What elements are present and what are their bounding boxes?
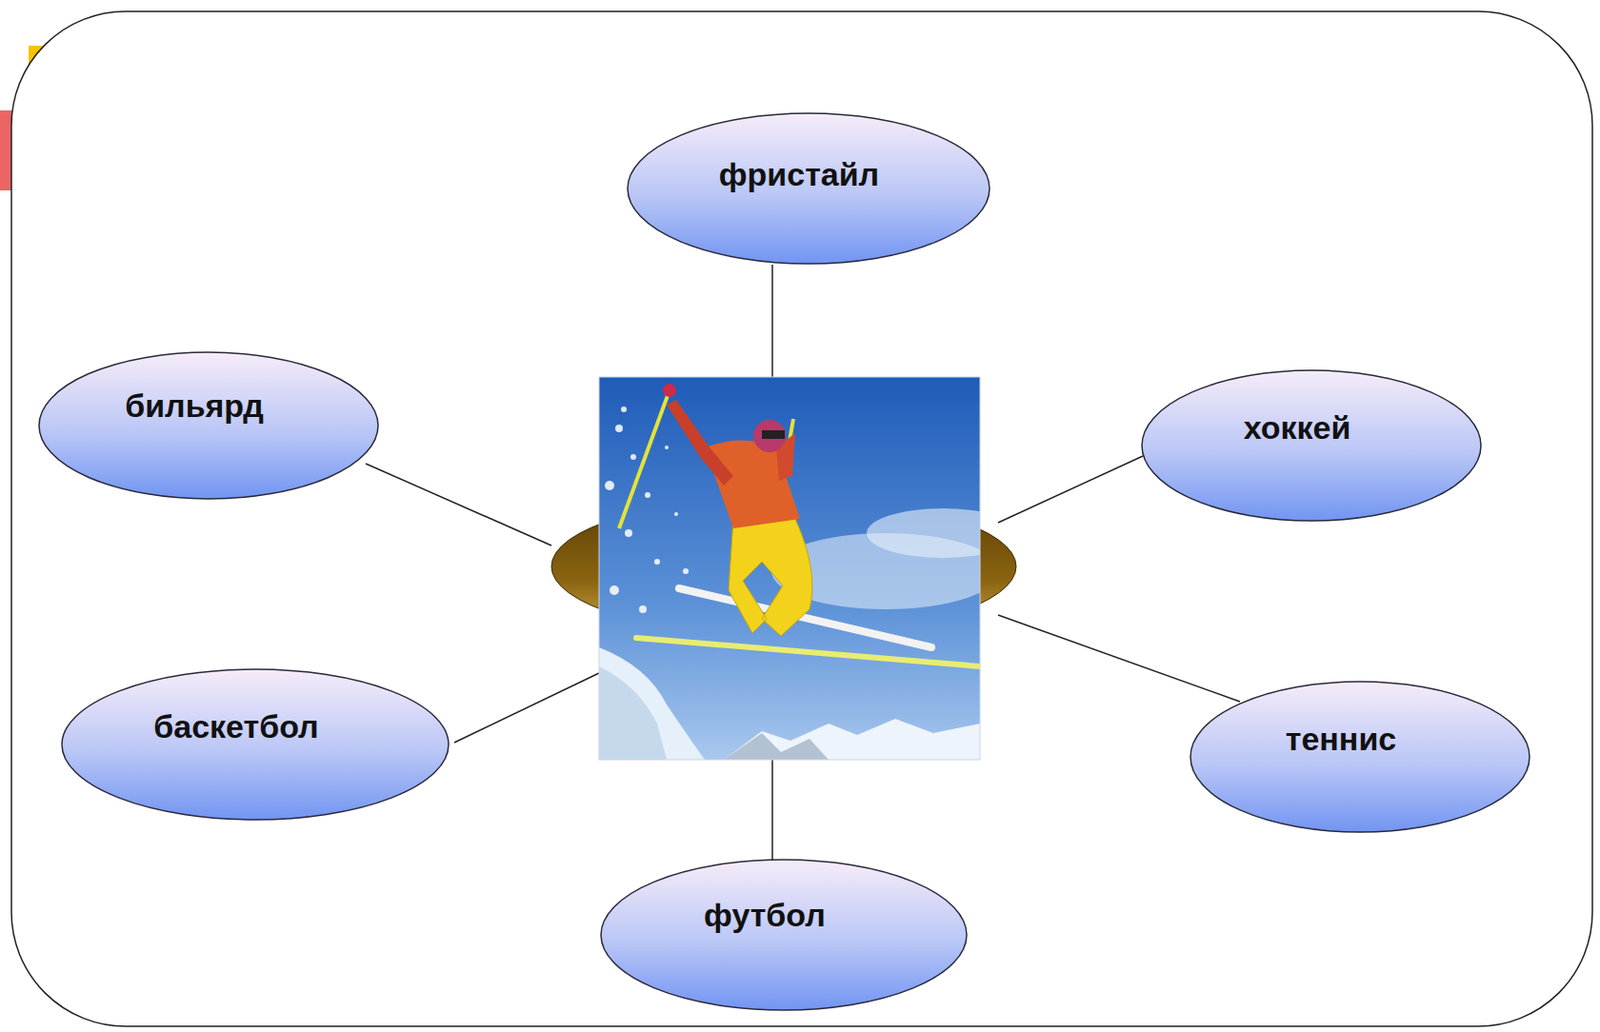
spoke-line: [365, 463, 552, 546]
frame: [11, 11, 1593, 1027]
sport-bubble: хоккей: [1140, 369, 1482, 522]
spoke-line: [454, 673, 600, 743]
sport-label: фристайл: [719, 157, 880, 193]
sport-bubble: теннис: [1189, 680, 1531, 834]
bubble-outline: [600, 859, 968, 1012]
bubble-ellipse: [61, 669, 449, 820]
sport-bubble: футбол: [600, 859, 968, 1012]
sport-label: футбол: [703, 898, 826, 934]
photo-border: [599, 377, 980, 760]
bubble-ellipse: [39, 352, 379, 500]
spoke-lines: [365, 264, 1240, 860]
bubble-ellipse: [1190, 681, 1530, 833]
bubble-outline: [38, 351, 380, 500]
sport-label: теннис: [1285, 721, 1397, 758]
sport-bubble: бильярд: [38, 351, 380, 500]
bubble-ellipse: [600, 860, 967, 1011]
spoke-line: [998, 615, 1240, 702]
skier-photo: [599, 377, 980, 760]
sport-label: хоккей: [1243, 410, 1352, 446]
bubble-ellipse: [1141, 370, 1481, 521]
sport-bubble: баскетбол: [60, 668, 450, 821]
sport-label: баскетбол: [153, 709, 319, 745]
sport-label: бильярд: [124, 388, 264, 424]
spoke-line: [771, 264, 774, 378]
sport-bubble: фристайл: [626, 112, 991, 265]
bubble-ellipse: [627, 113, 990, 264]
spoke-line: [998, 456, 1143, 523]
spoke-line: [771, 760, 774, 860]
